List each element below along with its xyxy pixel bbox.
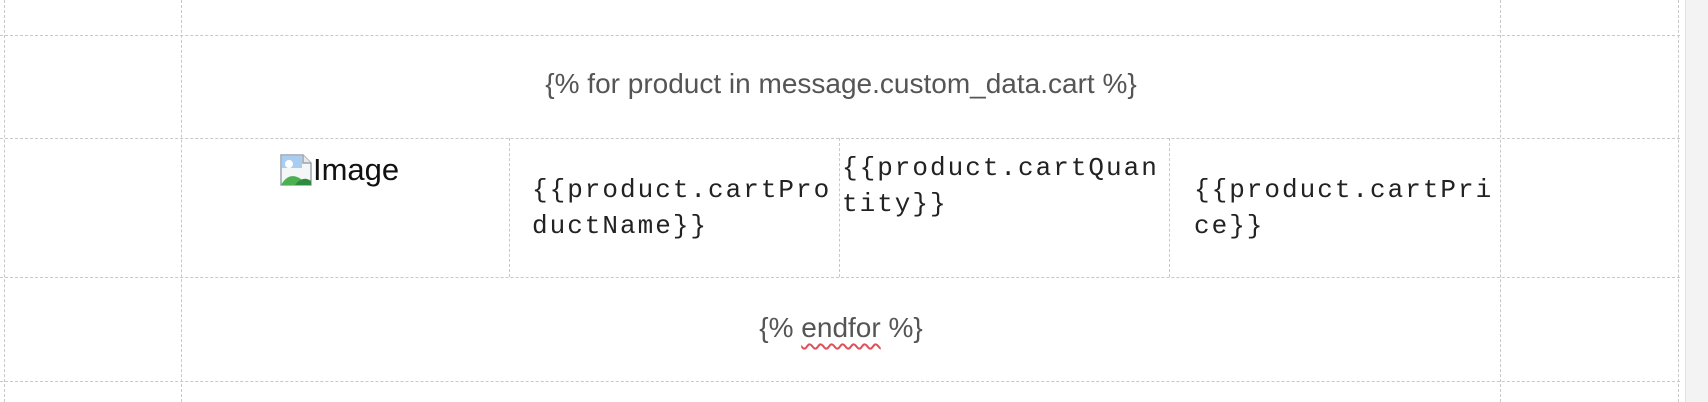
product-price-placeholder[interactable]: {{product.cartPrice}} [1194, 175, 1494, 241]
guide-line [1678, 0, 1679, 402]
loop-end-tag[interactable]: {% endfor %} [181, 312, 1501, 344]
guide-line [181, 0, 182, 402]
loop-start-tag[interactable]: {% for product in message.custom_data.ca… [545, 68, 1137, 99]
broken-image-icon [279, 153, 313, 187]
spellcheck-word: endfor [801, 312, 881, 343]
guide-line [4, 0, 5, 402]
guide-line [0, 381, 1680, 382]
guide-line [0, 35, 1680, 36]
guide-line [0, 277, 1680, 278]
product-image-cell[interactable]: Image [279, 150, 399, 190]
cell-divider [1169, 138, 1170, 277]
loop-end-open: {% [759, 312, 802, 343]
image-alt-text: Image [313, 152, 400, 187]
cell-divider [509, 138, 510, 277]
guide-line [1500, 0, 1501, 402]
cell-divider [839, 138, 840, 277]
vertical-scrollbar[interactable] [1685, 0, 1708, 402]
product-quantity-placeholder[interactable]: {{product.cartQuantity}} [842, 153, 1159, 219]
loop-end-close: %} [880, 312, 923, 343]
guide-line [0, 138, 1680, 139]
product-name-placeholder[interactable]: {{product.cartProductName}} [532, 175, 832, 241]
